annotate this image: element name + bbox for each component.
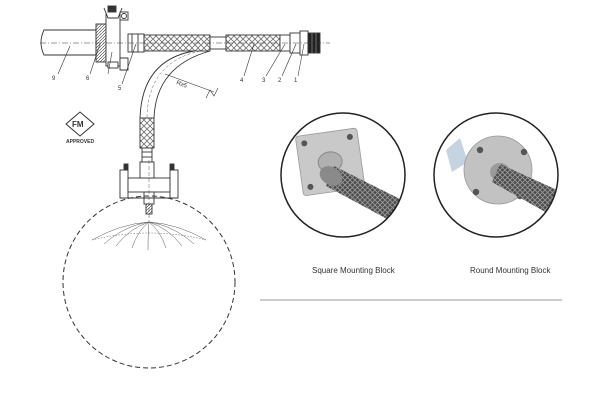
part-number: 3	[262, 78, 266, 84]
part-number-leaders	[57, 43, 305, 85]
bolt-icon	[301, 140, 308, 147]
coverage-circle	[62, 195, 236, 369]
bolt-icon	[520, 148, 528, 156]
fm-approved-badge: FM APPROVED	[65, 111, 95, 145]
braided-hose-segment	[139, 117, 155, 149]
part-number: 1	[294, 78, 298, 84]
bolt-icon	[472, 188, 480, 196]
square-mounting-block-photo	[280, 112, 406, 238]
bottom-mount	[119, 160, 179, 222]
bolt-icon	[476, 146, 484, 154]
bent-hose	[139, 50, 219, 163]
braided-hose-photo	[326, 166, 405, 226]
round-mounting-block-caption: Round Mounting Block	[470, 266, 551, 275]
spray-pattern	[91, 221, 207, 251]
round-mounting-block-photo	[433, 112, 559, 238]
braided-hose-photo	[492, 164, 558, 218]
sprinkler-head	[40, 29, 97, 56]
fm-approved-label: APPROVED	[66, 139, 94, 145]
part-number: 2	[278, 78, 282, 84]
top-hose-assembly	[40, 5, 330, 71]
part-number: 4	[240, 78, 244, 84]
bolt-icon	[307, 183, 314, 190]
square-mounting-block-caption: Square Mounting Block	[312, 266, 395, 275]
part-number: 6	[86, 76, 90, 82]
fm-mark: FM	[72, 120, 84, 129]
part-numbers: 9 6 5 4 3 2 1	[52, 76, 298, 92]
part-number: 9	[52, 76, 56, 82]
bolt-icon	[346, 133, 353, 140]
part-number: 5	[118, 86, 122, 92]
bend-radius-label: R≥5	[175, 80, 188, 90]
